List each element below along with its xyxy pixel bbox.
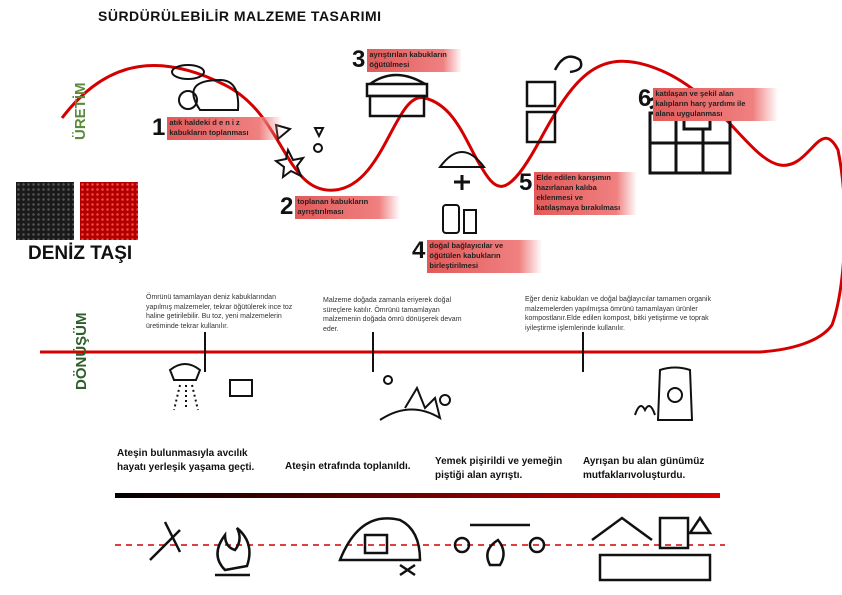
product-name: DENİZ TAŞI xyxy=(28,243,133,264)
transformation-text-3: Eğer deniz kabukları ve doğal bağlayıcıl… xyxy=(525,296,711,332)
black-stone-sample xyxy=(16,182,74,240)
tent-gathering-icon xyxy=(338,517,422,577)
seashell-icon xyxy=(171,64,240,111)
timeline-gradient-bar xyxy=(115,493,720,498)
timeline-caption-3: Yemek pişirildi ve yemeğin piştiği alan … xyxy=(435,456,563,481)
transformation-text-2: Malzeme doğada zamanla eriyerek doğal sü… xyxy=(323,297,462,333)
cooking-fire-icon xyxy=(453,523,546,567)
timeline-caption-4: Ayrışan bu alan günümüz mutfaklarıvoluşt… xyxy=(583,456,705,481)
timeline-caption-2: Ateşin etrafında toplanıldı. xyxy=(285,461,411,472)
nature-dissolve-icon xyxy=(379,375,451,421)
production-label: ÜRETİM xyxy=(72,82,89,141)
production-curve xyxy=(40,59,842,354)
grinding-box-icon xyxy=(365,73,429,118)
transformation-label: DÖNÜŞÜM xyxy=(73,312,90,391)
mold-icon xyxy=(525,55,583,144)
compost-bag-icon xyxy=(634,366,694,421)
powder-binder-icon xyxy=(438,151,486,234)
red-stone-sample xyxy=(80,182,138,240)
kitchen-icon xyxy=(591,515,713,582)
timeline-caption-1: Ateşin bulunmasıyla avcılık hayatı yerle… xyxy=(117,448,255,473)
page-title: SÜRDÜRÜLEBİLİR MALZEME TASARIMI xyxy=(98,8,382,24)
fire-hunting-icon xyxy=(149,521,251,577)
recycle-powder-icon xyxy=(168,363,253,411)
transformation-text-1: Ömrünü tamamlayan deniz kabuklarından ya… xyxy=(146,294,293,330)
